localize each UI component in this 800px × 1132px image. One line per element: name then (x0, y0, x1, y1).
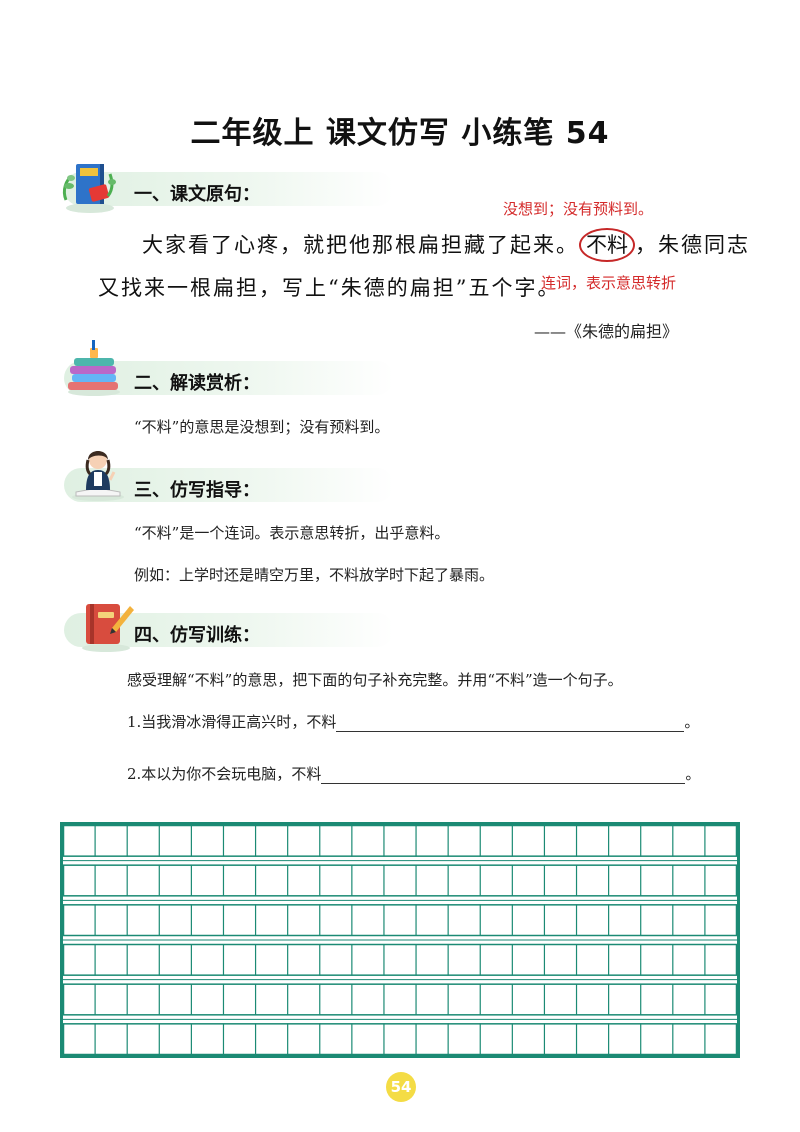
source-citation: ——《朱德的扁担》 (534, 322, 679, 341)
writing-grid-lines (63, 825, 737, 1055)
sentence-part: 大家看了心疼，就把他那根扁担藏了起来。 (142, 233, 579, 257)
grid-row (63, 1023, 737, 1055)
exercise-q2: 2.本以为你不会玩电脑，不料 。 (127, 763, 700, 784)
circled-word: 不料 (579, 228, 635, 262)
guidance-text: “不料”是一个连词。表示意思转折，出乎意料。 (134, 524, 450, 542)
page-number-badge: 54 (386, 1072, 416, 1102)
page-title: 二年级上 课文仿写 小练笔 54 (190, 116, 610, 151)
grid-row (63, 943, 737, 976)
grid-row (63, 904, 737, 937)
books-pencil-icon (68, 340, 120, 396)
section-heading: 四、仿写训练： (134, 625, 260, 646)
original-sentence-line1: 大家看了心疼，就把他那根扁担藏了起来。不料，朱德同志 (142, 228, 750, 262)
analysis-text: “不料”的意思是没想到；没有预料到。 (134, 418, 390, 436)
q1-answer-blank[interactable] (336, 715, 685, 732)
section-heading: 一、课文原句： (134, 184, 260, 205)
exercise-instruction: 感受理解“不料”的意思，把下面的句子补充完整。并用“不料”造一个句子。 (127, 671, 623, 689)
end-mark: 。 (684, 713, 700, 731)
q1-text: 1.当我滑冰滑得正高兴时，不料 (127, 713, 337, 731)
section-bar (64, 361, 394, 395)
q2-answer-blank[interactable] (321, 767, 686, 784)
teacher-icon (72, 451, 124, 501)
annotation-conjunction: 连词，表示意思转折 (541, 274, 677, 292)
grid-row (63, 864, 737, 897)
end-mark: 。 (685, 765, 701, 783)
book-pen-icon (82, 604, 134, 652)
exercise-q1: 1.当我滑冰滑得正高兴时，不料 。 (127, 711, 699, 732)
sentence-part: ，朱德同志 (635, 233, 750, 257)
book-stack-icon (62, 164, 116, 213)
original-sentence-line2: 又找来一根扁担，写上“朱德的扁担”五个字。 (98, 276, 561, 300)
writing-grid[interactable] (60, 822, 740, 1058)
grid-row (63, 983, 737, 1016)
section-heading: 二、解读赏析： (134, 373, 260, 394)
annotation-meaning: 没想到；没有预料到。 (503, 200, 654, 218)
section-bar (64, 172, 394, 206)
grid-row (63, 825, 737, 857)
example-text: 例如：上学时还是晴空万里，不料放学时下起了暴雨。 (134, 566, 495, 584)
q2-text: 2.本以为你不会玩电脑，不料 (127, 765, 322, 783)
section-heading: 三、仿写指导： (134, 480, 260, 501)
